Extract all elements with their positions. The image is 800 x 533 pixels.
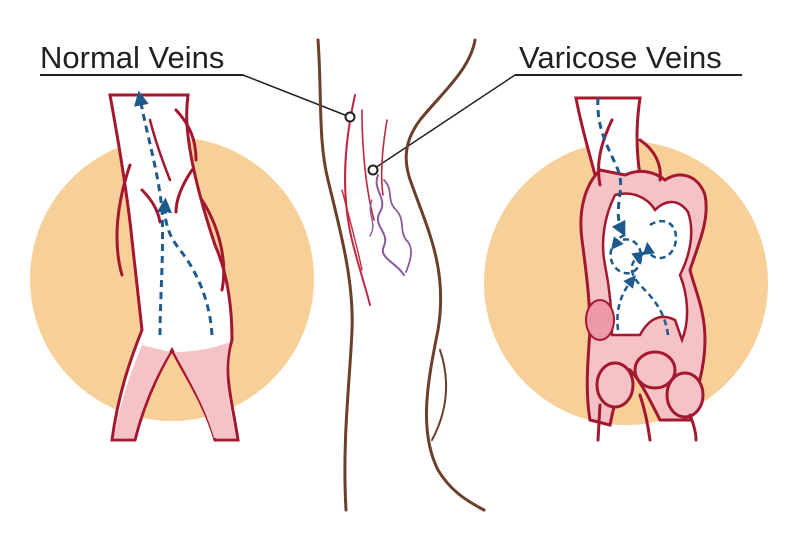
normal-veins-label: Normal Veins [40, 40, 225, 75]
leg-vein-3 [380, 119, 388, 196]
varicose-blood-flow-loop-2 [642, 219, 678, 260]
normal-vein-branch-mid-left [140, 188, 162, 224]
normal-veins-leader-line [242, 74, 351, 118]
varicose-blood-flow-arrow-back [616, 275, 636, 331]
varicose-veins-pointer-dot [367, 164, 379, 176]
normal-vein-branch-left [115, 163, 132, 277]
varicose-blood-flow-arrow-down [596, 97, 626, 237]
leg-back-outline [316, 38, 354, 512]
normal-vein-branch-top [174, 108, 198, 162]
varicose-vein-illustration [574, 96, 708, 442]
leg-vein-2 [361, 109, 375, 221]
leg-varicose-cluster-3 [369, 199, 374, 237]
normal-veins-pointer-dot [344, 111, 356, 123]
varicose-vein-bottom-left [596, 403, 602, 442]
leg-vein-1 [344, 94, 371, 306]
varicose-bulge-3 [665, 371, 705, 419]
normal-vein-lower-fill [114, 342, 236, 438]
varicose-veins-leader-line [371, 74, 516, 171]
leg-varicose-cluster-2 [383, 179, 412, 273]
varicose-bulge-4 [585, 299, 615, 341]
varicose-vein-bottom-right [688, 413, 698, 442]
leg-illustration [316, 38, 486, 512]
normal-vein-branch-inner [148, 118, 172, 182]
normal-blood-flow-arrow-right [157, 197, 214, 336]
varicose-bulge-2 [633, 350, 677, 390]
varicose-bulge-1 [595, 361, 635, 409]
varicose-blood-flow-loop-1 [609, 233, 643, 275]
varicose-blood-flow-arrow-up [630, 251, 670, 336]
normal-vein-branch-mid-right [174, 168, 194, 214]
leg-vein-4 [341, 189, 363, 271]
varicose-vein-branch-2 [638, 138, 662, 182]
normal-vein-illustration [108, 90, 240, 442]
leg-front-outline [404, 38, 486, 512]
leg-calf-line [431, 349, 448, 441]
varicose-veins-label: Varicose Veins [519, 40, 722, 75]
varicose-vein-branch-1 [597, 118, 614, 187]
normal-vein-branch-right [200, 198, 226, 292]
leg-varicose-cluster-1 [375, 174, 405, 276]
varicose-vein-bottom-mid [638, 393, 652, 442]
